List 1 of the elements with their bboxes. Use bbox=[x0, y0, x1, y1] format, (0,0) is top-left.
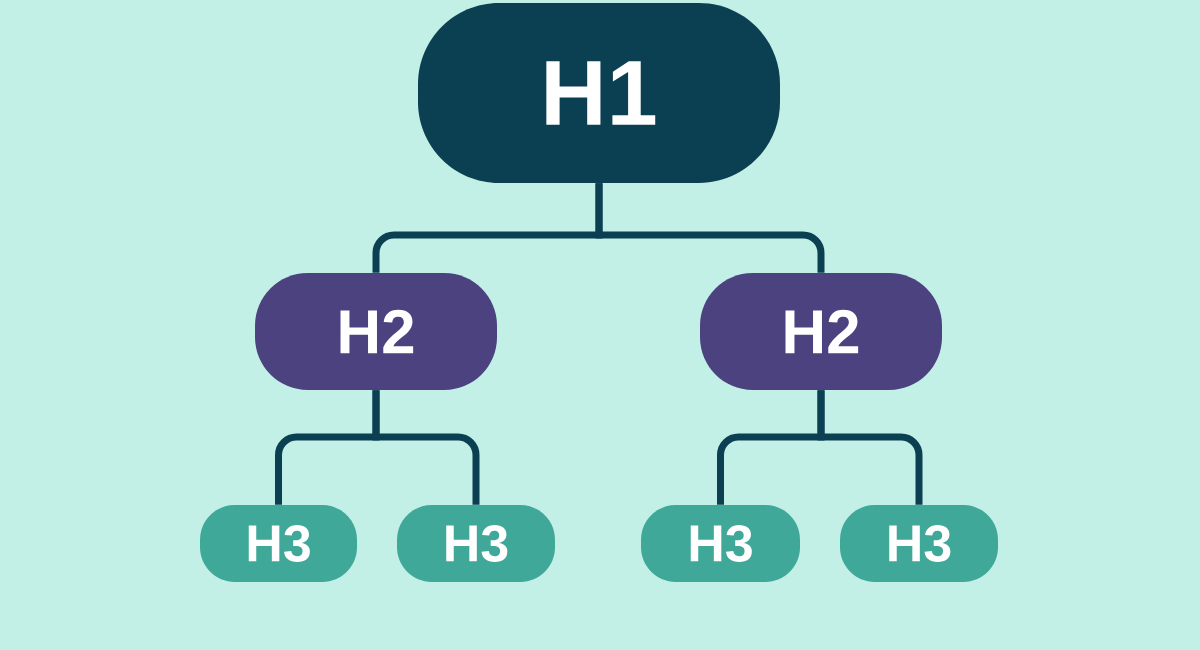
heading-box: H1 bbox=[418, 3, 780, 183]
